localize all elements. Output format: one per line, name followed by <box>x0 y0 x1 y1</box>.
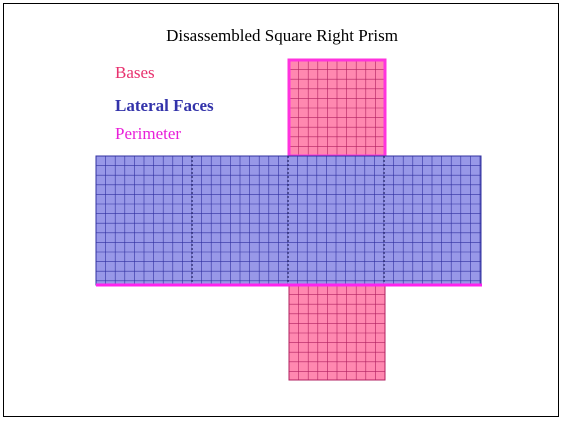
lateral-face <box>192 156 289 285</box>
lateral-face <box>96 156 193 285</box>
face-dividers <box>191 156 385 285</box>
lateral-face <box>384 156 481 285</box>
legend-lateral-faces: Lateral Faces <box>115 96 214 115</box>
legend-bases: Bases <box>115 63 155 82</box>
lateral-faces <box>95 155 482 286</box>
bottom-base <box>288 284 386 381</box>
top-base <box>287 58 387 158</box>
lateral-face <box>288 156 385 285</box>
legend-perimeter: Perimeter <box>115 124 182 143</box>
diagram-title: Disassembled Square Right Prism <box>166 26 398 45</box>
